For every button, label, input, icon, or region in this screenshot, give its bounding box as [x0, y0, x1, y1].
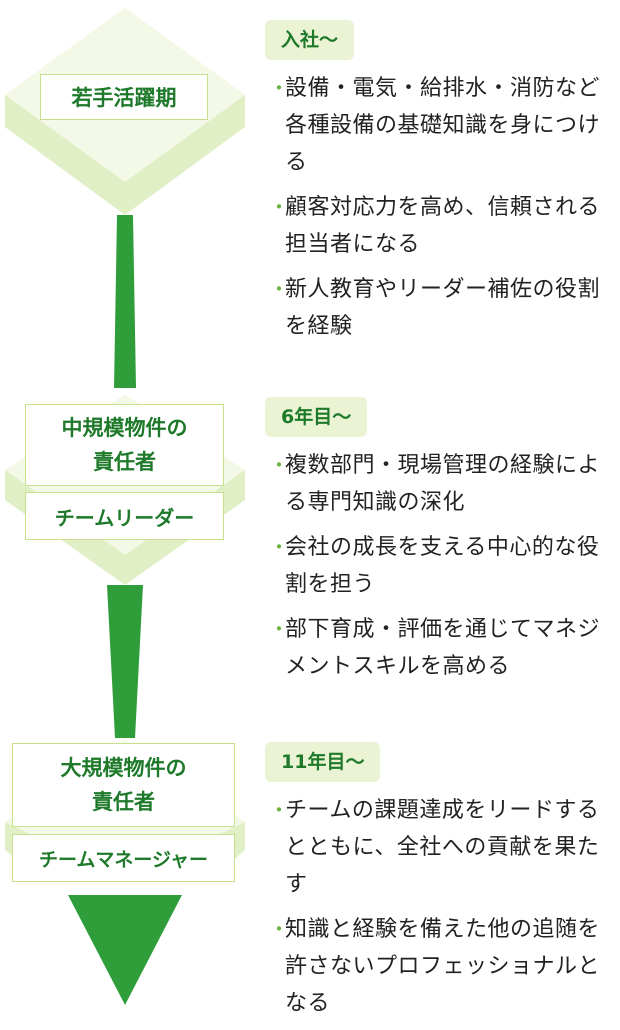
- stage-detail-2: 6年目〜 ・複数部門・現場管理の経験による専門知識の深化 ・会社の成長を支える中…: [265, 397, 620, 693]
- role-box-stage-1: 若手活躍期: [40, 74, 208, 120]
- bullet-dot-icon: ・: [269, 917, 290, 941]
- bullet-list: ・チームの課題達成をリードするとともに、全社への貢献を果たす ・知識と経験を備え…: [265, 792, 620, 1022]
- role-title-line-2: 責任者: [92, 790, 155, 814]
- role-title-line-1: 中規模物件の: [61, 416, 188, 440]
- year-badge: 6年目〜: [265, 397, 368, 437]
- year-badge: 11年目〜: [265, 742, 381, 782]
- bullet-list: ・複数部門・現場管理の経験による専門知識の深化 ・会社の成長を支える中心的な役割…: [265, 447, 620, 685]
- stage-detail-1: 入社〜 ・設備・電気・給排水・消防など各種設備の基礎知識を身につける ・顧客対応…: [265, 20, 620, 353]
- list-item: ・会社の成長を支える中心的な役割を担う: [265, 529, 620, 603]
- list-item: ・複数部門・現場管理の経験による専門知識の深化: [265, 447, 620, 521]
- role-title-stage-1: 若手活躍期: [71, 86, 177, 110]
- connector-1: [114, 215, 136, 388]
- list-item: ・設備・電気・給排水・消防など各種設備の基礎知識を身につける: [265, 70, 620, 181]
- role-sub-box-stage-3: チームマネージャー: [12, 834, 235, 882]
- role-box-stage-2: 中規模物件の 責任者: [25, 404, 224, 486]
- list-item: ・知識と経験を備えた他の追随を許さないプロフェッショナルとなる: [265, 911, 620, 1022]
- bullet-dot-icon: ・: [269, 798, 290, 822]
- connector-2: [107, 585, 143, 738]
- bullet-dot-icon: ・: [269, 535, 290, 559]
- bullet-dot-icon: ・: [269, 76, 290, 100]
- list-item: ・顧客対応力を高め、信頼される担当者になる: [265, 189, 620, 263]
- list-item: ・新人教育やリーダー補佐の役割を経験: [265, 271, 620, 345]
- bullet-dot-icon: ・: [269, 453, 290, 477]
- role-subtitle: チームマネージャー: [38, 848, 209, 871]
- bullet-dot-icon: ・: [269, 195, 290, 219]
- down-arrow-icon: [68, 895, 182, 1005]
- bullet-dot-icon: ・: [269, 277, 290, 301]
- role-title-line-2: 責任者: [93, 450, 156, 474]
- role-subtitle: チームリーダー: [54, 505, 195, 530]
- bullet-dot-icon: ・: [269, 617, 290, 641]
- bullet-list: ・設備・電気・給排水・消防など各種設備の基礎知識を身につける ・顧客対応力を高め…: [265, 70, 620, 345]
- role-box-stage-3: 大規模物件の 責任者: [12, 743, 235, 827]
- list-item: ・チームの課題達成をリードするとともに、全社への貢献を果たす: [265, 792, 620, 903]
- role-title-line-1: 大規模物件の: [60, 756, 187, 780]
- year-badge: 入社〜: [265, 20, 355, 60]
- list-item: ・部下育成・評価を通じてマネジメントスキルを高める: [265, 611, 620, 685]
- role-sub-box-stage-2: チームリーダー: [25, 492, 224, 540]
- stage-detail-3: 11年目〜 ・チームの課題達成をリードするとともに、全社への貢献を果たす ・知識…: [265, 742, 620, 1030]
